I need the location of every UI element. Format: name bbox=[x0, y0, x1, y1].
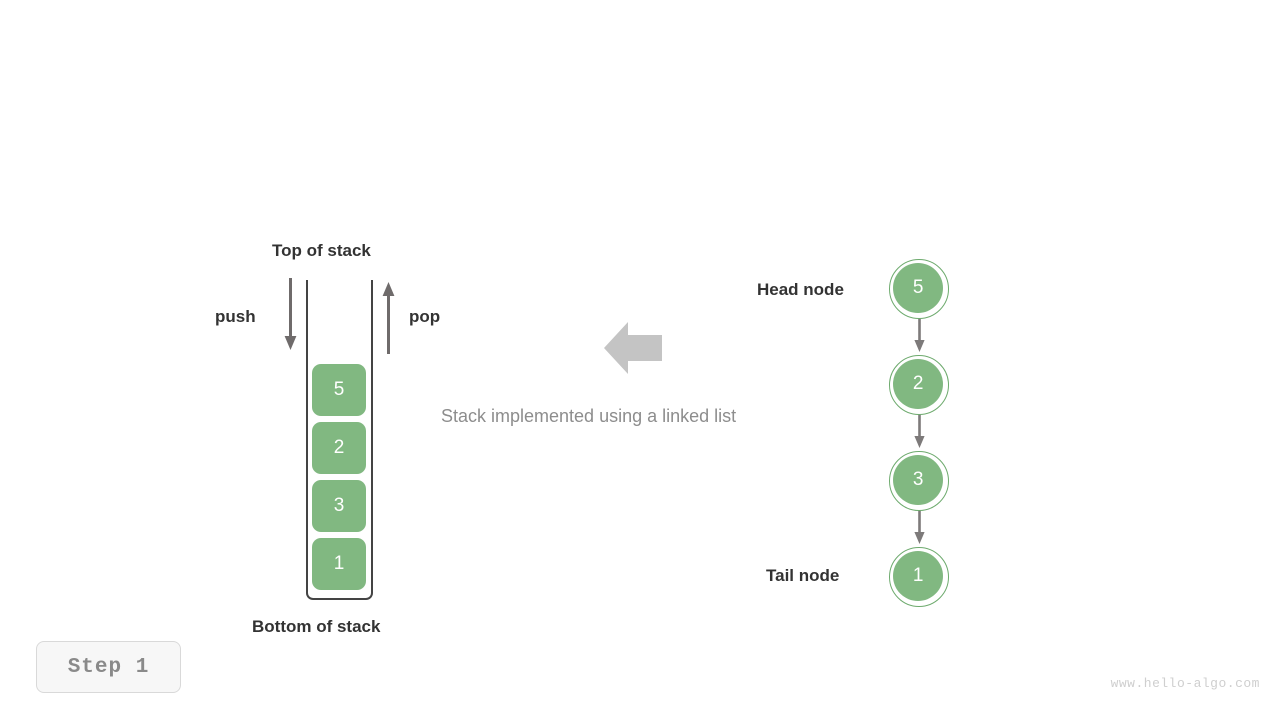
node-value: 5 bbox=[893, 263, 944, 314]
node-value: 2 bbox=[893, 359, 944, 410]
stack-element-list: 5 2 3 1 bbox=[312, 364, 366, 590]
top-of-stack-label: Top of stack bbox=[272, 241, 371, 260]
watermark: www.hello-algo.com bbox=[1110, 676, 1260, 691]
tail-node-label: Tail node bbox=[766, 566, 840, 585]
node-value: 3 bbox=[893, 455, 944, 506]
linked-list-node: 1 bbox=[889, 547, 949, 607]
node-value: 1 bbox=[893, 551, 944, 602]
head-node-label: Head node bbox=[757, 280, 844, 299]
diagram-caption: Stack implemented using a linked list bbox=[441, 406, 737, 426]
linked-list-chain: 5 2 3 1 bbox=[889, 259, 949, 607]
stack-element: 2 bbox=[312, 422, 366, 474]
node-link-arrow-icon bbox=[914, 511, 925, 544]
node-link-arrow-icon bbox=[914, 415, 925, 448]
pop-label: pop bbox=[409, 307, 441, 326]
step-badge: Step 1 bbox=[36, 641, 181, 693]
left-block-arrow-icon bbox=[604, 322, 662, 374]
node-link-arrow-icon bbox=[914, 319, 925, 352]
linked-list-node: 3 bbox=[889, 451, 949, 511]
linked-list-node: 2 bbox=[889, 355, 949, 415]
push-arrow-icon bbox=[284, 278, 297, 350]
stack-element: 3 bbox=[312, 480, 366, 532]
stack-container bbox=[306, 280, 373, 600]
bottom-of-stack-label: Bottom of stack bbox=[252, 617, 381, 636]
stack-element: 1 bbox=[312, 538, 366, 590]
stack-element: 5 bbox=[312, 364, 366, 416]
push-label: push bbox=[215, 307, 256, 326]
pop-arrow-icon bbox=[382, 282, 395, 354]
linked-list-node: 5 bbox=[889, 259, 949, 319]
